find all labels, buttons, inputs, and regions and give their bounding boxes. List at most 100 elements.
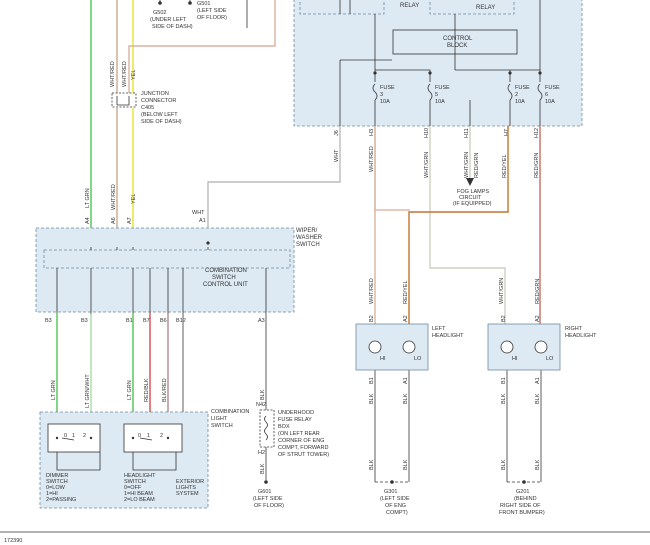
svg-text:A2: A2 — [535, 315, 541, 322]
svg-text:B1: B1 — [501, 377, 507, 384]
right-headlight-label-2: HEADLIGHT — [565, 333, 597, 339]
fog-label-1: FOG LAMPS — [457, 189, 489, 195]
svg-text:2: 2 — [160, 433, 163, 439]
svg-text:2: 2 — [515, 92, 518, 98]
underhood-label-4: (ON LEFT REAR — [278, 431, 320, 437]
pin-h11: H11 — [464, 128, 470, 138]
left-headlight-label-2: HEADLIGHT — [432, 333, 464, 339]
svg-text:1: 1 — [147, 433, 150, 439]
wire-label-redyel: RED/YEL — [502, 154, 508, 178]
right-wire-redgrn: RED/GRN — [535, 279, 541, 304]
combo-unit-label-1: COMBINATION — [205, 268, 247, 274]
svg-text:BLK: BLK — [369, 459, 375, 470]
svg-text:1: 1 — [72, 433, 75, 439]
pin-b1: B1 — [126, 318, 133, 324]
junction-connector-c405 — [111, 92, 137, 108]
pin-a6: A6 — [111, 217, 117, 224]
svg-text:BLK: BLK — [535, 393, 541, 404]
svg-text:OF ENG: OF ENG — [385, 503, 406, 509]
exterior-label-1: EXTERIOR — [176, 479, 204, 485]
svg-text:3: 3 — [380, 92, 383, 98]
headlight-label-3: 0=OFF — [124, 485, 142, 491]
fog-label-2: CIRCUIT — [459, 195, 482, 201]
svg-text:10A: 10A — [545, 99, 555, 105]
ground-g601: G601 (LEFT SIDE OF FLOOR) — [253, 480, 284, 509]
left-hi-label: HI — [380, 356, 386, 362]
underhood-label-1: UNDERHOOD — [278, 410, 314, 416]
svg-text:OF FLOOR): OF FLOOR) — [254, 503, 284, 509]
svg-text:0: 0 — [138, 433, 141, 439]
ground-g502: G502 (UNDER LEFT SIDE OF DASH) — [150, 0, 193, 30]
svg-text:A2: A2 — [403, 315, 409, 322]
combo-unit-label-2: SWITCH — [212, 275, 236, 281]
svg-text:G601: G601 — [258, 489, 271, 495]
figure-id: 172390 — [4, 538, 22, 544]
wiper-wht-label: WHT — [192, 210, 205, 216]
relay-b — [429, 0, 515, 15]
svg-text:BLK: BLK — [501, 393, 507, 404]
svg-text:FRONT BUMPER): FRONT BUMPER) — [499, 510, 545, 516]
left-headlight-label-1: LEFT — [432, 326, 446, 332]
fuse-relay-block — [293, 0, 583, 127]
dimmer-label-3: 0=LOW — [46, 485, 66, 491]
underhood-label-6: COMPT, FORWARD — [278, 445, 328, 451]
wire-label-whtred-mid: WHT/RED — [111, 184, 117, 210]
wire-label-yel-mid: YEL — [131, 194, 137, 204]
fog-label-3: (IF EQUIPPED) — [453, 201, 492, 207]
wire-label-wht: WHT — [334, 149, 340, 162]
right-hi-label: HI — [512, 356, 518, 362]
svg-text:G502: G502 — [153, 10, 166, 16]
wire-label-whtgrn-2: WHT/GRN — [464, 152, 470, 178]
relay-b-label: RELAY — [476, 5, 495, 11]
junction-label-3: C405 — [141, 105, 154, 111]
relay-a — [299, 0, 385, 15]
svg-text:BLK: BLK — [403, 393, 409, 404]
exterior-label-2: LIGHTS — [176, 485, 196, 491]
pin-b3b: B3 — [81, 318, 88, 324]
right-headlight-label-1: RIGHT — [565, 326, 583, 332]
left-headlight — [355, 323, 429, 371]
wire-label-ltgrn-top: LT GRN — [85, 188, 91, 208]
light-switch-title-1: COMBINATION — [211, 409, 249, 415]
svg-text:BLK: BLK — [403, 459, 409, 470]
pin-b12: B12 — [176, 318, 186, 324]
svg-text:COMPT): COMPT) — [386, 510, 408, 516]
svg-text:A1: A1 — [535, 377, 541, 384]
svg-text:6: 6 — [545, 92, 548, 98]
svg-text:SIDE OF DASH): SIDE OF DASH) — [152, 24, 193, 30]
svg-text:(LEFT SIDE: (LEFT SIDE — [253, 496, 283, 502]
right-headlight — [487, 323, 561, 371]
wire-label-whtred: WHT/RED — [369, 146, 375, 172]
headlight-label-4: 1=HI BEAM — [124, 491, 153, 497]
fuse-2: FUSE 2 10A — [507, 71, 530, 126]
svg-text:FUSE: FUSE — [435, 85, 450, 91]
fuse-3: FUSE 3 10A — [372, 71, 395, 126]
svg-text:G501: G501 — [197, 1, 210, 7]
wire-label-whtred-2: WHT/RED — [122, 61, 128, 87]
wire-label-whtred-1: WHT/RED — [110, 61, 116, 87]
svg-text:G201: G201 — [516, 489, 529, 495]
wiper-label-1: WIPER/ — [296, 228, 318, 234]
svg-text:B2: B2 — [501, 315, 507, 322]
svg-text:A1: A1 — [403, 377, 409, 384]
svg-text:FUSE: FUSE — [380, 85, 395, 91]
pin-b6: B6 — [160, 318, 167, 324]
svg-text:B1: B1 — [369, 377, 375, 384]
pin-h12: H12 — [534, 128, 540, 138]
dimmer-label-1: DIMMER — [46, 473, 68, 479]
wire-label-redblk: RED/BLK — [144, 378, 150, 402]
pin-h2: H2 — [258, 450, 265, 456]
svg-text:(LEFT SIDE: (LEFT SIDE — [197, 8, 227, 14]
pin-h10: H10 — [424, 128, 430, 138]
svg-text:10A: 10A — [515, 99, 525, 105]
left-wire-redyel: RED/YEL — [403, 280, 409, 304]
underhood-label-3: BOX — [278, 424, 290, 430]
svg-text:BLK: BLK — [369, 393, 375, 404]
wire-label-b1-ltgrn: LT GRN — [127, 380, 133, 400]
wire-label-blkred: BLK/RED — [162, 378, 168, 402]
wire-label-underhood-blk: BLK — [260, 463, 266, 474]
svg-text:BLK: BLK — [501, 459, 507, 470]
svg-text:0: 0 — [64, 433, 67, 439]
pin-n42: N42 — [256, 402, 266, 408]
